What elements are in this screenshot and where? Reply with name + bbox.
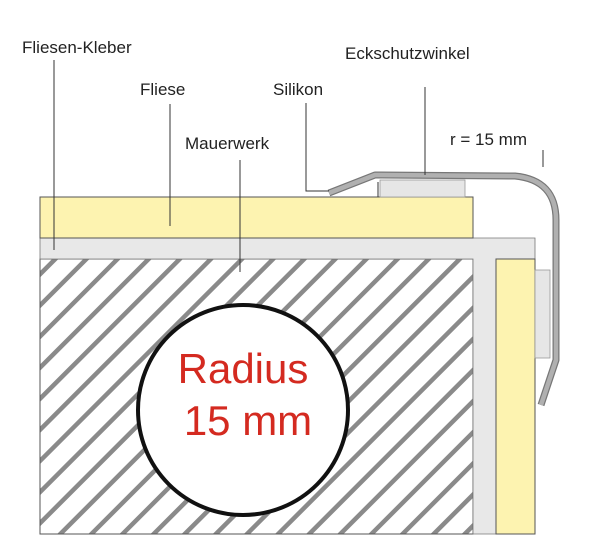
label-tile: Fliese xyxy=(140,80,185,99)
callout-line2: 15 mm xyxy=(184,397,312,444)
tile-top xyxy=(39,196,474,239)
callout-line1: Radius xyxy=(178,345,309,392)
leader-lines xyxy=(53,60,544,272)
radius-callout-circle xyxy=(136,303,350,517)
silicone-side xyxy=(534,269,551,359)
label-adhesive: Fliesen-Kleber xyxy=(22,38,132,57)
label-masonry: Mauerwerk xyxy=(185,134,270,153)
silicone-top xyxy=(379,179,466,198)
tile-side xyxy=(495,258,536,535)
label-silicone: Silikon xyxy=(273,80,323,99)
label-radius: r = 15 mm xyxy=(450,130,527,149)
label-corner-profile: Eckschutzwinkel xyxy=(345,44,470,63)
